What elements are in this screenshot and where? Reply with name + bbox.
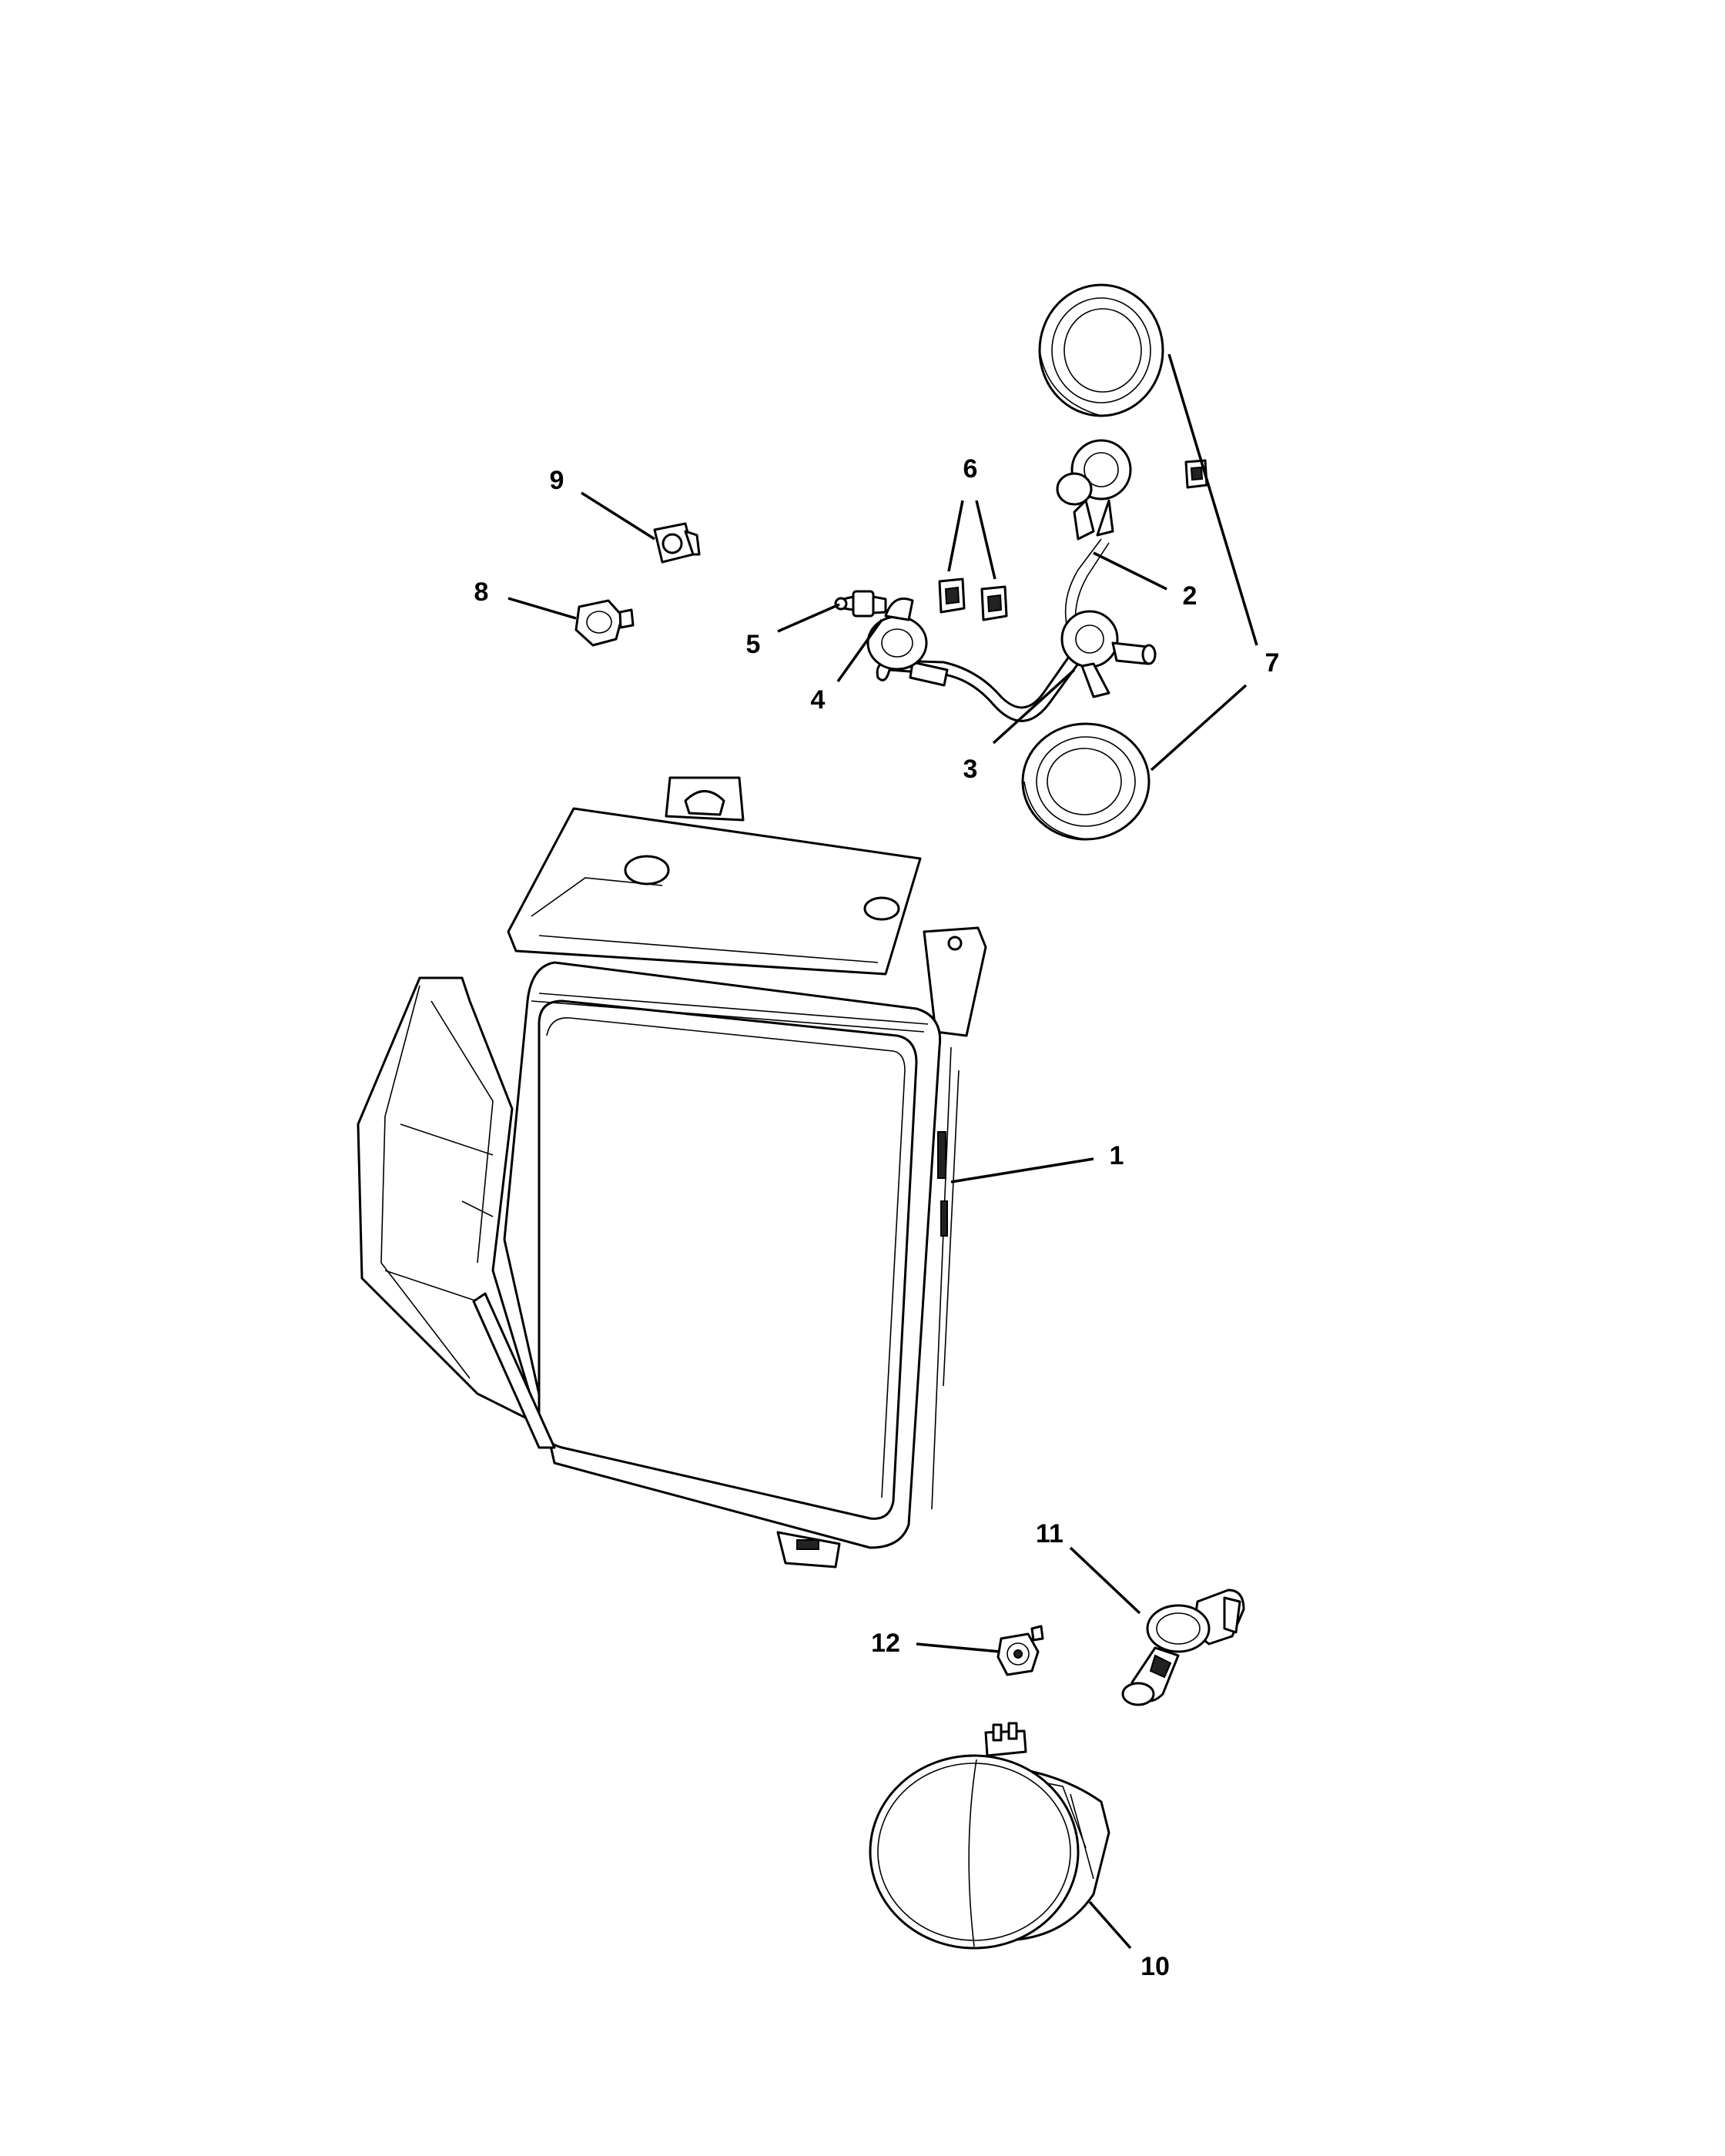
nut-12 bbox=[996, 1625, 1044, 1676]
leader-6a bbox=[947, 500, 964, 572]
small-bulb-5 bbox=[834, 590, 887, 618]
leader-2 bbox=[1093, 551, 1167, 591]
leader-8 bbox=[507, 597, 577, 620]
leader-7b bbox=[1150, 684, 1248, 772]
callout-4: 4 bbox=[811, 685, 826, 715]
callout-6: 6 bbox=[963, 454, 978, 484]
leader-lines bbox=[507, 353, 1258, 1950]
callout-11: 11 bbox=[1036, 1519, 1063, 1548]
leader-3 bbox=[992, 668, 1076, 745]
callout-3: 3 bbox=[963, 755, 978, 784]
callout-5: 5 bbox=[746, 630, 761, 659]
leader-1 bbox=[950, 1157, 1094, 1183]
bolt-8 bbox=[574, 599, 635, 647]
wiring-harness bbox=[876, 439, 1157, 722]
callout-10: 10 bbox=[1141, 1952, 1170, 1981]
leader-12 bbox=[916, 1642, 1000, 1653]
callout-2: 2 bbox=[1183, 581, 1197, 611]
fog-lamp-10 bbox=[869, 1722, 1110, 1950]
covers-7 bbox=[1021, 283, 1164, 841]
leader-5 bbox=[777, 603, 840, 633]
lower-cover bbox=[1021, 722, 1151, 841]
leader-4 bbox=[836, 618, 883, 683]
callout-8: 8 bbox=[474, 578, 489, 607]
leader-7a bbox=[1167, 353, 1258, 646]
lower-bulb-socket bbox=[1060, 610, 1157, 698]
callout-7: 7 bbox=[1265, 648, 1280, 678]
callouts: 1 2 3 4 5 6 7 8 9 10 11 12 bbox=[474, 454, 1280, 1981]
callout-9: 9 bbox=[550, 466, 564, 495]
socket-4 bbox=[866, 598, 928, 671]
callout-1: 1 bbox=[1110, 1141, 1124, 1170]
leader-10 bbox=[1088, 1900, 1132, 1950]
callout-12: 12 bbox=[871, 1629, 900, 1658]
upper-bulb-socket bbox=[1056, 439, 1132, 541]
clips-6 bbox=[938, 459, 1208, 621]
leader-6b bbox=[975, 500, 996, 580]
headlamp-housing bbox=[357, 776, 987, 1568]
upper-cover bbox=[1038, 283, 1164, 417]
nut-9 bbox=[653, 522, 701, 564]
leader-9 bbox=[581, 491, 655, 541]
halogen-bulb-11 bbox=[1121, 1589, 1245, 1706]
leader-11 bbox=[1069, 1546, 1141, 1615]
